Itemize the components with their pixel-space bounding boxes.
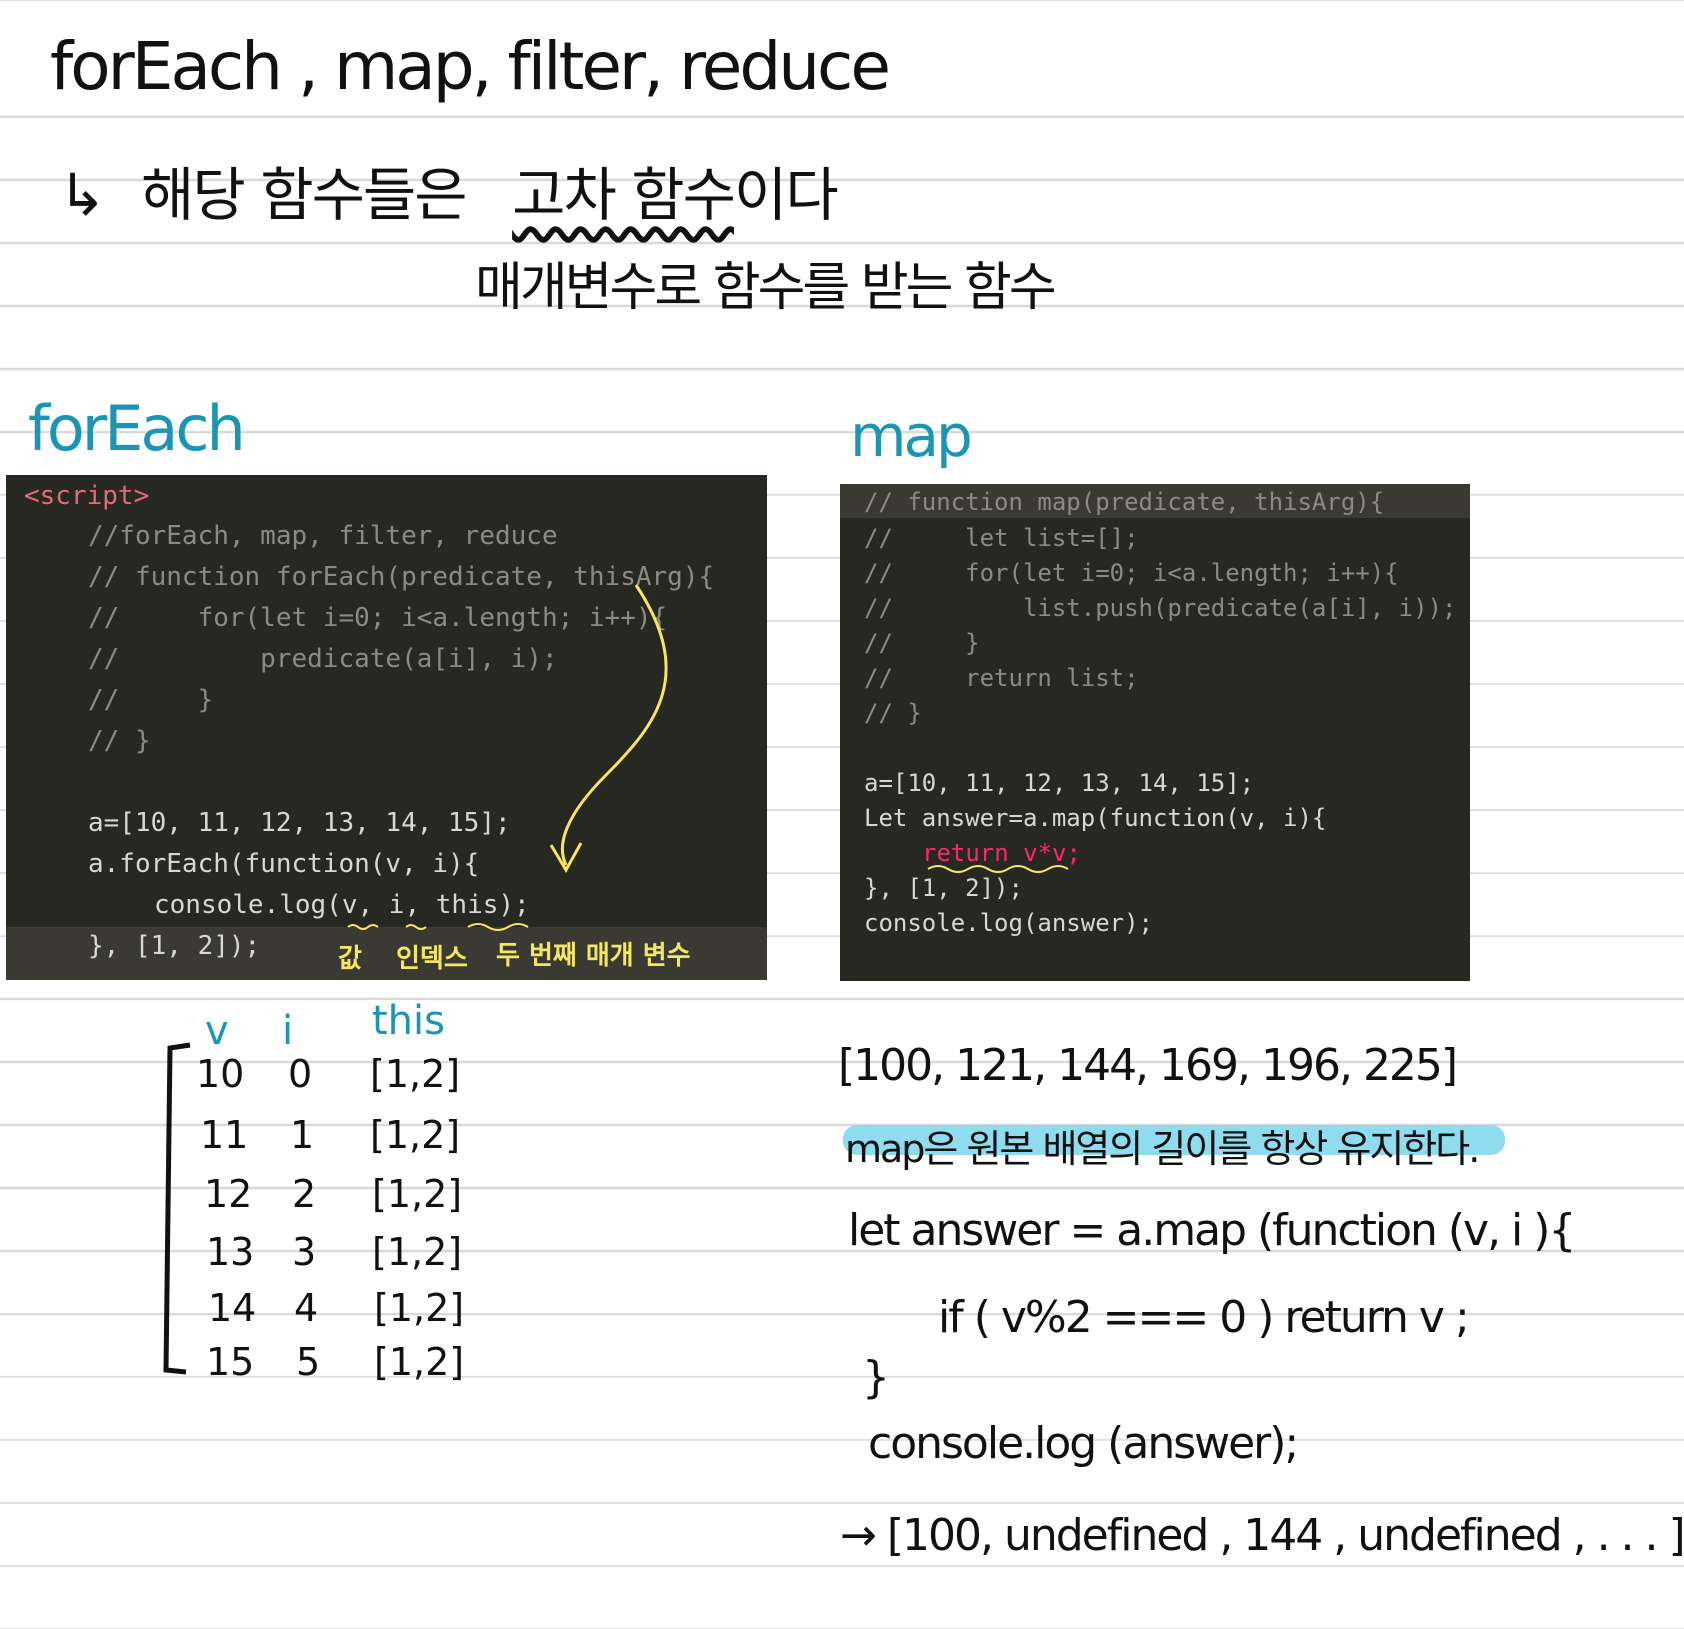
- hand-code-line: console.log (answer);: [868, 1418, 1299, 1469]
- table-cell: 14: [208, 1286, 257, 1330]
- table-header-v: v: [205, 1008, 229, 1054]
- table-cell: 12: [204, 1172, 253, 1216]
- current-line-highlight: [6, 927, 767, 980]
- map-code-screenshot: // function map(predicate, thisArg){ // …: [840, 484, 1470, 981]
- table-header-i: i: [282, 1008, 294, 1054]
- code-line: // }: [88, 685, 214, 715]
- definition-text: 매개변수로 함수를 받는 함수: [475, 258, 1057, 318]
- wavy-underline: [927, 865, 1069, 873]
- code-line: console.log(answer);: [864, 909, 1153, 937]
- code-line: <script>: [24, 481, 150, 511]
- table-header-this: this: [372, 998, 445, 1044]
- code-line: Let answer=a.map(function(v, i){: [864, 804, 1327, 832]
- subtitle-tail: 이다: [733, 161, 839, 229]
- code-line: a.forEach(function(v, i){: [88, 849, 480, 879]
- code-line: // function map(predicate, thisArg){: [864, 488, 1385, 516]
- table-cell: [1,2]: [372, 1172, 463, 1216]
- code-line: // for(let i=0; i<a.length; i++){: [88, 603, 668, 633]
- table-cell: 11: [200, 1113, 249, 1157]
- table-cell: 4: [294, 1286, 319, 1330]
- table-cell: 5: [296, 1340, 321, 1384]
- table-cell: [1,2]: [372, 1230, 463, 1274]
- foreach-heading: forEach: [28, 392, 246, 465]
- subtitle-text: 해당 함수들은: [141, 161, 468, 229]
- table-cell: [1,2]: [374, 1286, 465, 1330]
- code-line: a=[10, 11, 12, 13, 14, 15];: [864, 769, 1255, 797]
- code-line: }, [1, 2]);: [88, 931, 261, 961]
- map-heading: map: [850, 402, 973, 470]
- hand-code-line: }: [862, 1352, 890, 1403]
- page-title: forEach , map, filter, reduce: [50, 28, 891, 105]
- table-cell: 15: [206, 1340, 255, 1384]
- subtitle-key-term: 고차 함수: [512, 161, 736, 229]
- table-cell: 2: [292, 1172, 317, 1216]
- code-line: // return list;: [864, 664, 1139, 692]
- code-line: // }: [864, 699, 922, 727]
- table-cell: [1,2]: [370, 1113, 461, 1157]
- annotation-index: 인덱스: [396, 944, 468, 974]
- code-line: // let list=[];: [864, 524, 1139, 552]
- arrow-icon: ↳: [58, 161, 107, 229]
- table-cell: [1,2]: [370, 1052, 461, 1096]
- bracket-icon: [163, 1042, 191, 1375]
- code-line: // }: [88, 726, 151, 756]
- annotation-second-param: 두 번째 매개 변수: [496, 941, 691, 971]
- subtitle-line: ↳ 해당 함수들은 고차 함수이다: [58, 148, 839, 232]
- code-line: //forEach, map, filter, reduce: [88, 521, 558, 551]
- hand-code-line: → [100, undefined , 144 , undefined , . …: [840, 1510, 1684, 1561]
- map-note: map은 원본 배열의 길이를 항상 유지한다.: [845, 1127, 1480, 1171]
- annotation-value: 값: [338, 944, 362, 974]
- table-cell: 10: [196, 1052, 245, 1096]
- code-line: // }: [864, 629, 980, 657]
- current-line-highlight: [840, 484, 1470, 518]
- map-result: [100, 121, 144, 169, 196, 225]: [838, 1040, 1458, 1091]
- highlight-marker: [843, 1125, 1505, 1155]
- table-cell: 1: [290, 1113, 315, 1157]
- code-line: }, [1, 2]);: [864, 874, 1023, 902]
- code-line: // predicate(a[i], i);: [88, 644, 558, 674]
- table-cell: 0: [288, 1052, 313, 1096]
- code-line: a=[10, 11, 12, 13, 14, 15];: [88, 808, 511, 838]
- code-line: // function forEach(predicate, thisArg){: [88, 562, 715, 592]
- table-cell: 13: [206, 1230, 255, 1274]
- code-line: // list.push(predicate(a[i], i));: [864, 594, 1457, 622]
- arrow-annotation: [347, 584, 668, 931]
- hand-code-line: let answer = a.map (function (v, i ){: [848, 1205, 1576, 1256]
- code-line: console.log(v, i, this);: [154, 890, 530, 920]
- code-line: return v*v;: [922, 839, 1081, 867]
- code-line: // for(let i=0; i<a.length; i++){: [864, 559, 1399, 587]
- table-cell: [1,2]: [374, 1340, 465, 1384]
- hand-code-line: if ( v%2 === 0 ) return v ;: [938, 1292, 1470, 1343]
- foreach-code-screenshot: <script> //forEach, map, filter, reduce …: [6, 475, 767, 980]
- table-cell: 3: [292, 1230, 317, 1274]
